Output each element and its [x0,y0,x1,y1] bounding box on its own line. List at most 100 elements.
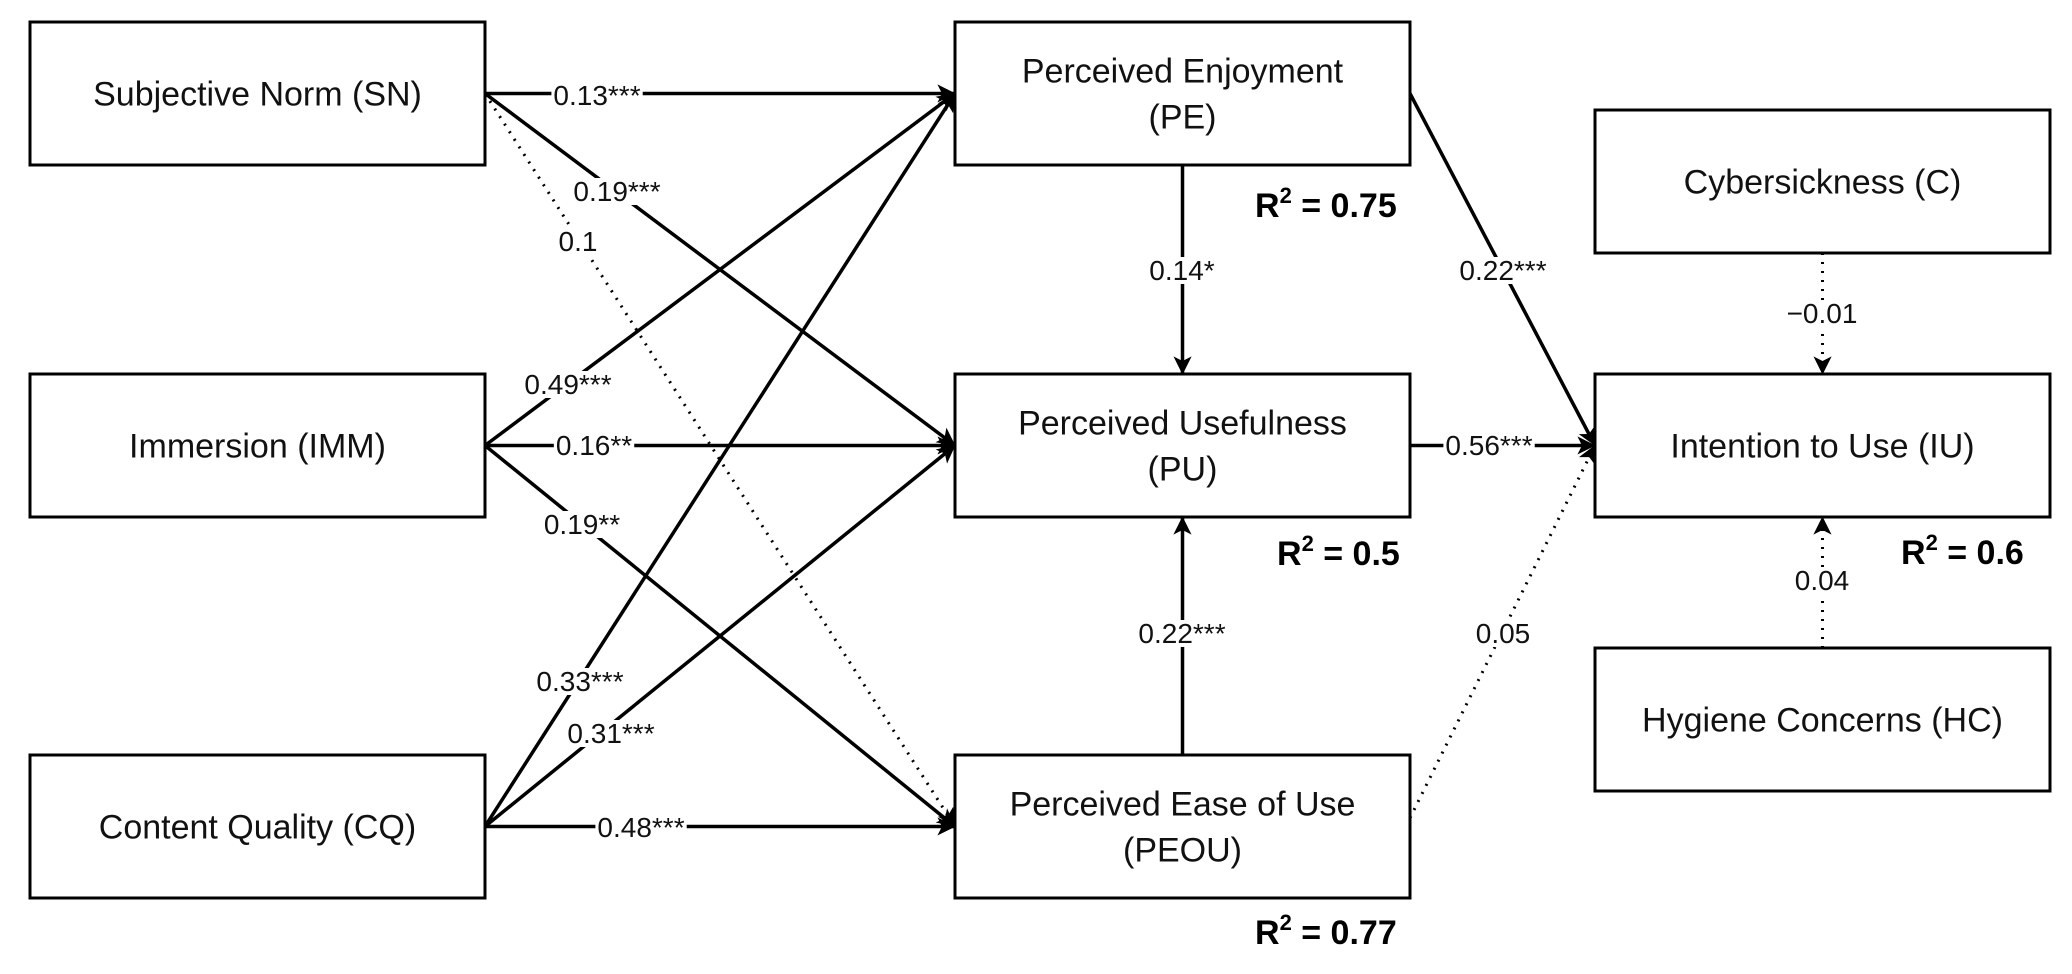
edge-label-bg-imm-pe [522,371,614,398]
node-box-hc [1593,646,2052,793]
edge-label-group-cq-peou: 0.48*** [595,812,687,843]
edge-label-cq-pu: 0.31*** [567,718,654,749]
edge-label-sn-peou: 0.1 [559,226,598,257]
edge-label-imm-pu: 0.16** [556,430,632,461]
node-box-pe [953,20,1412,167]
r-squared-symbol-iu: R [1901,534,1926,572]
node-label-peou-line2: (PEOU) [1123,832,1242,870]
node-label-pu-line1: Perceived Usefulness [1018,405,1347,443]
node-hc: Hygiene Concerns (HC) [1593,646,2052,793]
r-squared-peou: R2 = 0.77 [1255,910,1397,952]
edge-label-group-cq-pe: 0.33*** [534,666,626,697]
node-imm: Immersion (IMM) [28,372,487,519]
edge-label-sn-pu: 0.19*** [573,176,660,207]
r-squared-exponent-iu: 2 [1926,530,1938,555]
r-squared-exponent-pe: 2 [1280,183,1292,208]
r-squared-iu: R2 = 0.6 [1901,530,2024,572]
node-label-c: Cybersickness (C) [1684,164,1962,202]
node-iu: Intention to Use (IU) [1593,372,2052,519]
edge-label-bg-sn-pe [551,82,643,109]
r-squared-value-peou: = 0.77 [1292,914,1397,952]
node-label-hc: Hygiene Concerns (HC) [1642,702,2003,740]
node-cq: Content Quality (CQ) [28,753,487,900]
edge-label-bg-imm-peou [541,511,623,538]
edge-label-bg-cq-pu [565,720,657,747]
edge-label-bg-c-iu [1784,300,1860,327]
edge-cq-pe [483,92,957,828]
node-box-c [1593,108,2052,255]
edge-label-pu-iu: 0.56*** [1445,430,1532,461]
node-box-iu [1593,372,2052,519]
edge-sn-peou [483,92,957,828]
node-sn: Subjective Norm (SN) [28,20,487,167]
edge-label-bg-pu-iu [1443,432,1535,459]
node-label-cq: Content Quality (CQ) [99,809,416,847]
edge-label-bg-hc-iu [1792,567,1852,594]
node-box-sn [28,20,487,167]
edge-label-hc-iu: 0.04 [1795,565,1850,596]
node-box-pu [953,372,1412,519]
edge-label-bg-peou-iu [1473,620,1533,647]
edge-label-bg-pe-iu [1457,257,1549,284]
edge-label-pe-pu: 0.14* [1149,255,1214,286]
r-squared-value-pu: = 0.5 [1314,535,1400,573]
edge-label-group-hc-iu: 0.04 [1792,565,1852,596]
edge-label-bg-pe-pu [1147,257,1217,284]
edge-label-imm-pe: 0.49*** [524,369,611,400]
r-squared-symbol-pe: R [1255,187,1280,225]
edge-label-group-imm-pe: 0.49*** [522,369,614,400]
edge-label-group-cq-pu: 0.31*** [565,718,657,749]
edge-label-group-pe-pu: 0.14* [1147,255,1217,286]
node-box-imm [28,372,487,519]
r-squared-pe: R2 = 0.75 [1255,183,1397,225]
edge-label-group-sn-peou: 0.1 [556,226,600,257]
edge-label-cq-pe: 0.33*** [536,666,623,697]
node-pu: Perceived Usefulness (PU) [953,372,1412,519]
edge-label-group-pe-iu: 0.22*** [1457,255,1549,286]
edge-label-group-c-iu: −0.01 [1784,298,1860,329]
edge-cq-pu [483,444,957,828]
edge-label-group-peou-pu: 0.22*** [1136,618,1228,649]
edge-label-group-imm-peou: 0.19** [541,509,623,540]
r-squared-value-pe: = 0.75 [1292,187,1397,225]
edge-label-c-iu: −0.01 [1787,298,1858,329]
labels-layer: 0.13*** 0.19*** 0.1 0.49*** 0.16** 0.19** 0.33… [522,80,1860,843]
edge-label-group-sn-pe: 0.13*** [551,80,643,111]
r-squared-symbol-pu: R [1277,535,1302,573]
edge-label-imm-peou: 0.19** [544,509,620,540]
r-squared-exponent-pu: 2 [1302,531,1314,556]
edge-label-peou-pu: 0.22*** [1138,618,1225,649]
edge-label-group-peou-iu: 0.05 [1473,618,1533,649]
edge-label-bg-cq-peou [595,814,687,841]
edge-label-bg-imm-pu [553,432,635,459]
edge-label-peou-iu: 0.05 [1476,618,1531,649]
node-peou: Perceived Ease of Use (PEOU) [953,753,1412,900]
node-pe: Perceived Enjoyment (PE) [953,20,1412,167]
r-squared-exponent-peou: 2 [1280,910,1292,935]
edge-label-group-pu-iu: 0.56*** [1443,430,1535,461]
r-squared-symbol-peou: R [1255,914,1280,952]
edge-label-bg-sn-peou [556,228,600,255]
node-label-pe-line2: (PE) [1149,99,1217,137]
edge-label-bg-cq-pe [534,668,626,695]
nodes-layer: Subjective Norm (SN) Immersion (IMM) Conte… [28,20,2052,900]
node-box-peou [953,753,1412,900]
edge-label-sn-pe: 0.13*** [553,80,640,111]
edge-label-bg-sn-pu [571,178,663,205]
node-c: Cybersickness (C) [1593,108,2052,255]
node-label-pe-line1: Perceived Enjoyment [1022,53,1344,91]
edge-label-group-imm-pu: 0.16** [553,430,635,461]
node-label-peou-line1: Perceived Ease of Use [1010,786,1356,824]
node-label-sn: Subjective Norm (SN) [93,76,422,114]
node-box-cq [28,753,487,900]
node-label-imm: Immersion (IMM) [129,428,386,466]
edge-label-pe-iu: 0.22*** [1459,255,1546,286]
r-squared-value-iu: = 0.6 [1938,534,2024,572]
node-label-iu: Intention to Use (IU) [1670,428,1974,466]
edge-label-bg-peou-pu [1136,620,1228,647]
edge-label-group-sn-pu: 0.19*** [571,176,663,207]
node-label-pu-line2: (PU) [1148,451,1218,489]
r-squared-pu: R2 = 0.5 [1277,531,1400,573]
